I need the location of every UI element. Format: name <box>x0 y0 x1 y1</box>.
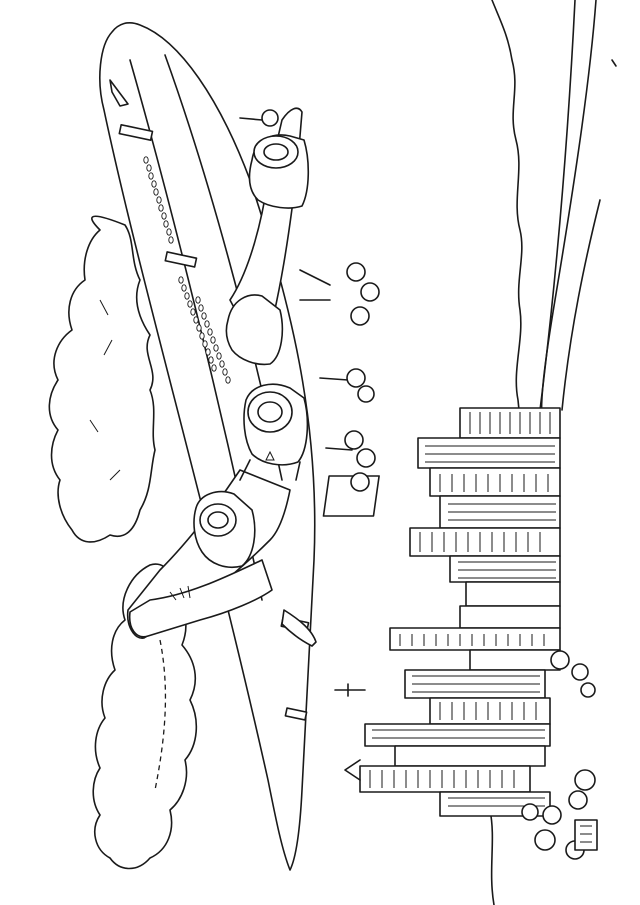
city-skyline <box>322 407 598 860</box>
far-engine-inner <box>225 294 284 366</box>
trees <box>521 650 598 860</box>
cloud-upper <box>48 215 156 543</box>
tail-fin <box>128 559 273 638</box>
cockpit-window <box>109 79 129 107</box>
near-engine-outer <box>193 490 256 568</box>
building-windows <box>369 412 556 807</box>
river <box>539 0 617 421</box>
lower-window-row <box>195 296 231 384</box>
far-engine-outer <box>248 134 310 209</box>
airplane <box>99 22 380 871</box>
near-engine-main <box>243 383 309 466</box>
landing-gear <box>239 109 380 492</box>
cloud-lower <box>92 563 198 870</box>
upper-window-row <box>143 156 217 372</box>
